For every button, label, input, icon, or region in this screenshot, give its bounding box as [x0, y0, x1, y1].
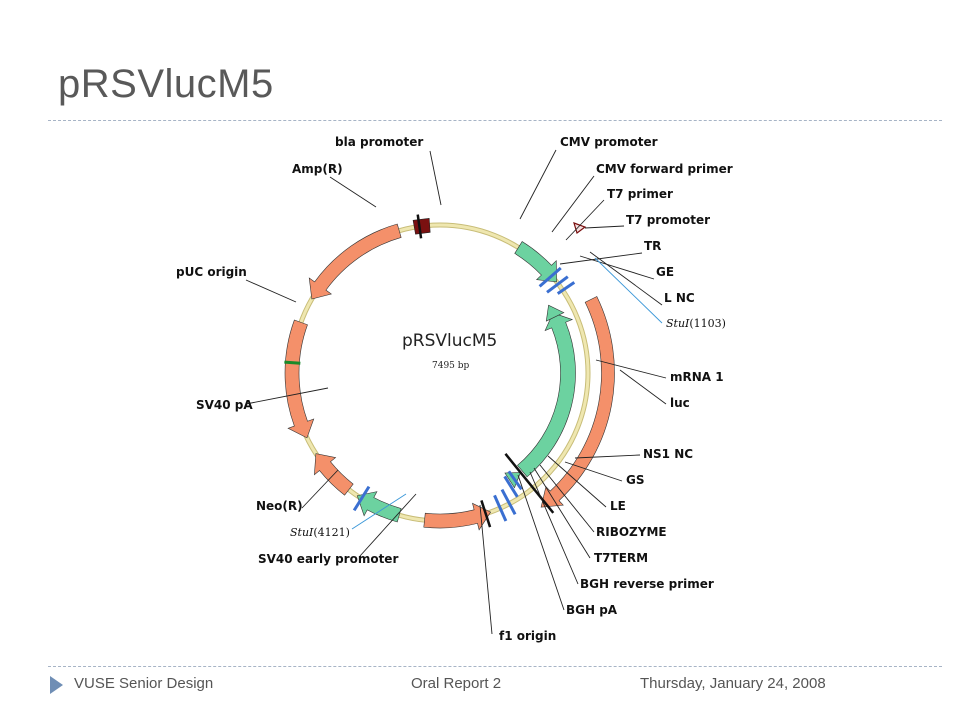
- cmv-forward-primer-marker: [538, 266, 562, 288]
- feature-arcs: [284, 223, 615, 531]
- leader-neo-r: [301, 469, 339, 509]
- puc-origin-arc: [284, 319, 315, 439]
- stu-enzyme-2: StuI: [290, 526, 314, 539]
- bgh-pa-marker: [480, 500, 492, 528]
- footer-report: Oral Report 2: [411, 675, 502, 692]
- leader-mrna1: [595, 359, 667, 379]
- label-luc: luc: [670, 396, 690, 410]
- label-t7term: T7TERM: [594, 551, 648, 565]
- sv40-early-promoter-arc: [356, 491, 402, 523]
- label-ns1-nc: NS1 NC: [643, 447, 693, 461]
- feature-markers: [284, 214, 587, 528]
- label-amp-r: Amp(R): [292, 162, 343, 176]
- label-tr: TR: [644, 239, 661, 253]
- footer-date: Thursday, January 24, 2008: [640, 675, 826, 692]
- label-sv40-early-promoter: SV40 early promoter: [258, 552, 398, 566]
- leader-f1-origin: [479, 504, 493, 635]
- leader-ribozyme: [539, 464, 595, 533]
- leader-cmv-promoter: [519, 149, 557, 220]
- label-leaders: [245, 149, 667, 635]
- leader-l-nc: [589, 251, 663, 306]
- label-f1-origin: f1 origin: [499, 629, 556, 643]
- bgh-reverse-primer-marker: [493, 494, 508, 522]
- label-ribozyme: RIBOZYME: [596, 525, 667, 539]
- label-le: LE: [610, 499, 626, 513]
- leader-cmv-forward-primer: [551, 175, 595, 233]
- leader-tr: [559, 252, 643, 265]
- tr-arc: [545, 304, 565, 322]
- label-neo-r: Neo(R): [256, 499, 303, 513]
- t7term-marker: [500, 488, 517, 515]
- leader-amp-r: [329, 176, 377, 208]
- footer-divider: [48, 666, 942, 667]
- label-cmv-promoter: CMV promoter: [560, 135, 658, 149]
- le-arc: [504, 472, 522, 489]
- label-stu-site-1: StuI(1103): [666, 317, 726, 330]
- stu-position-2: (4121): [313, 526, 350, 539]
- leader-bgh-reverse-primer: [529, 471, 579, 585]
- leader-sv40-early-promoter: [359, 493, 417, 557]
- leader-bgh-pa: [517, 474, 565, 611]
- bla-promoter-marker: [412, 218, 431, 235]
- plasmid-size: 7495 bp: [432, 361, 470, 371]
- t7-promoter-marker: [573, 222, 587, 234]
- leader-t7-promoter: [584, 225, 625, 229]
- leader-sv40-pa: [245, 387, 329, 405]
- leader-puc-origin: [245, 279, 297, 303]
- title-divider: [48, 120, 942, 121]
- leader-ns1-nc: [574, 454, 641, 459]
- label-bgh-pa: BGH pA: [566, 603, 618, 617]
- label-gs: GS: [626, 473, 645, 487]
- leader-t7term: [533, 467, 591, 559]
- label-cmv-forward-primer: CMV forward primer: [596, 162, 733, 176]
- f1-origin-arc: [423, 502, 492, 531]
- label-stu-site-2: StuI(4121): [290, 526, 350, 539]
- luc-arc: [540, 296, 615, 508]
- sv40-pa-marker: [284, 360, 301, 365]
- gs-marker: [507, 470, 523, 491]
- label-l-nc: L NC: [664, 291, 695, 305]
- amp-r-arc: [308, 223, 402, 300]
- stu-position-1: (1103): [689, 317, 726, 330]
- luc-end-marker: [504, 453, 555, 514]
- bla-boundary-marker: [416, 214, 423, 239]
- t7-primer-marker: [556, 281, 576, 295]
- label-t7-primer: T7 primer: [607, 187, 673, 201]
- leader-t7-primer: [565, 199, 605, 241]
- label-bgh-reverse-primer: BGH reverse primer: [580, 577, 714, 591]
- label-ge: GE: [656, 265, 674, 279]
- footer-course: VUSE Senior Design: [74, 675, 214, 692]
- label-t7-promoter: T7 promoter: [626, 213, 710, 227]
- leader-stu-site-2: [351, 493, 407, 530]
- label-sv40-pa: SV40 pA: [196, 398, 253, 412]
- triangle-bullet-icon: [50, 676, 63, 694]
- stu-enzyme-1: StuI: [666, 317, 690, 330]
- leader-ge: [579, 255, 655, 280]
- leader-luc: [619, 369, 667, 405]
- stu-site-2-marker: [352, 485, 371, 512]
- label-puc-origin: pUC origin: [176, 265, 247, 279]
- leader-gs: [564, 461, 623, 482]
- leader-stu-site-1: [594, 257, 663, 324]
- slide-title: pRSVlucM5: [58, 62, 274, 106]
- leader-le: [547, 455, 607, 508]
- plasmid-name: pRSVlucM5: [402, 331, 497, 351]
- tr-marker: [546, 275, 569, 294]
- label-mrna1: mRNA 1: [670, 370, 724, 384]
- ns1-nc-marker: [503, 475, 519, 498]
- leader-bla-promoter: [429, 150, 442, 206]
- label-bla-promoter: bla promoter: [335, 135, 423, 149]
